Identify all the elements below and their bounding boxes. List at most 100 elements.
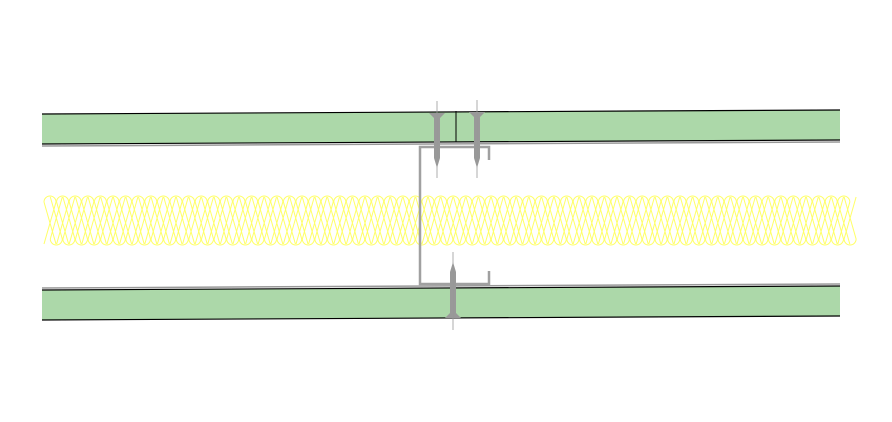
insulation-loop <box>377 196 391 246</box>
insulation-loop <box>484 195 498 245</box>
insulation-loop <box>642 196 656 246</box>
insulation-loop <box>824 195 838 245</box>
board-top-edge-bottom <box>41 139 841 145</box>
drywall-screw <box>469 100 485 178</box>
insulation-loop <box>553 196 567 246</box>
insulation-loop <box>705 196 719 246</box>
insulation-loop <box>276 196 290 246</box>
insulation-loop <box>660 195 674 245</box>
insulation-loop <box>749 195 763 245</box>
insulation-loop <box>251 196 265 246</box>
insulation-loop <box>793 196 807 246</box>
insulation-loop <box>232 195 246 245</box>
insulation-loop <box>289 196 303 246</box>
insulation-loop <box>144 195 158 245</box>
insulation-loop <box>68 195 82 245</box>
insulation-loop <box>604 196 618 246</box>
insulation-loop <box>43 195 57 245</box>
insulation-loop <box>383 195 397 245</box>
insulation-loop <box>282 195 296 245</box>
insulation-loop <box>497 195 511 245</box>
board-bottom-edge-bottom <box>41 315 841 321</box>
insulation-loop <box>761 195 775 245</box>
insulation-loop <box>339 196 353 246</box>
insulation-loop <box>245 195 259 245</box>
insulation-loop <box>541 196 555 246</box>
insulation-loop <box>453 196 467 246</box>
board-top-face <box>41 141 841 147</box>
insulation-loop <box>471 195 485 245</box>
insulation-loop <box>692 196 706 246</box>
insulation-loop <box>163 196 177 246</box>
insulation-loop <box>717 196 731 246</box>
insulation-loop <box>673 195 687 245</box>
insulation-loop <box>100 196 114 246</box>
insulation-loop <box>686 195 700 245</box>
insulation-loop <box>415 196 429 246</box>
insulation-loop <box>345 195 359 245</box>
insulation-loop <box>465 196 479 246</box>
insulation-loop <box>490 196 504 246</box>
insulation-loop <box>698 195 712 245</box>
insulation-loop <box>427 196 441 246</box>
insulation-loop <box>446 195 460 245</box>
insulation-loop <box>711 195 725 245</box>
board-bottom-fill <box>42 286 840 320</box>
insulation-loop <box>308 195 322 245</box>
insulation-loop <box>616 196 630 246</box>
insulation-loop <box>591 196 605 246</box>
insulation-loop <box>125 196 139 246</box>
insulation-loop <box>509 195 523 245</box>
insulation-loop <box>679 196 693 246</box>
insulation-loop <box>87 196 101 246</box>
drywall-screw <box>445 252 461 330</box>
drywall-screw <box>429 101 445 178</box>
insulation-loop <box>579 196 593 246</box>
insulation-loop <box>257 195 271 245</box>
insulation-loop <box>219 195 233 245</box>
insulation-loop <box>182 195 196 245</box>
insulation-loop <box>201 196 215 246</box>
board-bottom-edge-top <box>41 285 841 291</box>
insulation-loop <box>112 196 126 246</box>
insulation-loop <box>774 195 788 245</box>
insulation-loop <box>301 196 315 246</box>
insulation-loop <box>805 196 819 246</box>
insulation-loop <box>314 196 328 246</box>
insulation-loop <box>572 195 586 245</box>
insulation-loop <box>648 195 662 245</box>
insulation-loop <box>238 196 252 246</box>
insulation-loop <box>119 195 133 245</box>
gypsum-board-bottom <box>41 283 841 321</box>
insulation-loop <box>566 196 580 246</box>
insulation-loop <box>188 196 202 246</box>
insulation-loop <box>837 195 851 245</box>
insulation-loop <box>169 195 183 245</box>
insulation-loop <box>528 196 542 246</box>
insulation-loop <box>93 195 107 245</box>
insulation-loop <box>516 196 530 246</box>
insulation-loop <box>585 195 599 245</box>
insulation-loop <box>327 196 341 246</box>
board-bottom-face <box>41 283 841 289</box>
insulation-loop <box>522 195 536 245</box>
insulation-loop <box>194 195 208 245</box>
insulation-loop <box>440 196 454 246</box>
insulation-loop <box>623 195 637 245</box>
insulation-loop <box>534 195 548 245</box>
insulation-loop <box>635 195 649 245</box>
insulation-loop <box>56 195 70 245</box>
insulation-loop <box>352 196 366 246</box>
insulation-loop <box>364 196 378 246</box>
insulation-loop <box>768 196 782 246</box>
insulation-loop <box>610 195 624 245</box>
insulation-loop <box>131 195 145 245</box>
insulation-loop <box>264 196 278 246</box>
insulation-loop <box>62 196 76 246</box>
insulation-loop <box>780 196 794 246</box>
mineral-wool-insulation <box>43 195 857 246</box>
insulation-loop <box>736 195 750 245</box>
insulation-loop <box>75 196 89 246</box>
insulation-loop <box>459 195 473 245</box>
